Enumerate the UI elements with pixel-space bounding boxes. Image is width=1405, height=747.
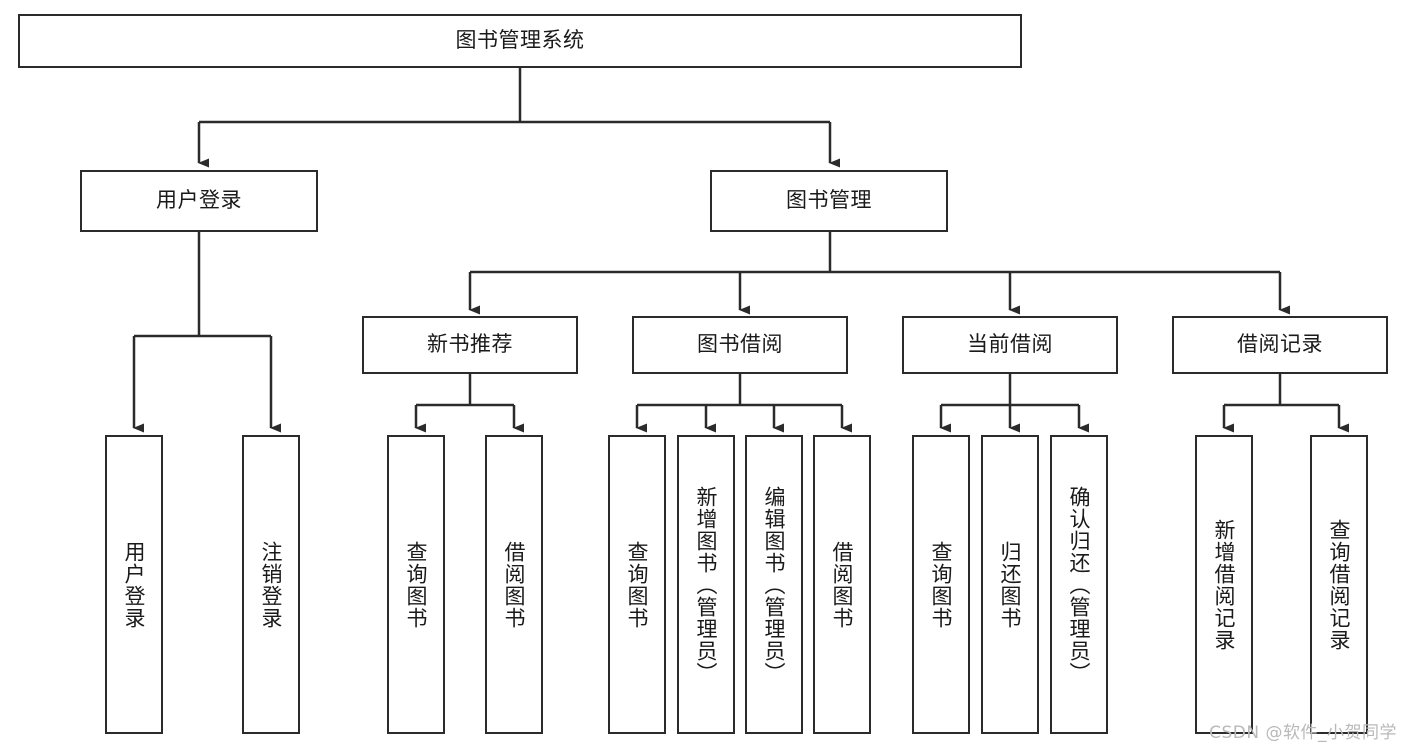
leaf-query-book-3[interactable]: 查询图书: [912, 435, 970, 734]
leaf-add-record-label: 新增借阅记录: [1212, 518, 1237, 651]
leaf-user-login-label: 用户登录: [122, 540, 147, 629]
leaf-query-record[interactable]: 查询借阅记录: [1310, 435, 1368, 734]
node-book-borrow[interactable]: 图书借阅: [632, 316, 848, 374]
node-current-borrow[interactable]: 当前借阅: [902, 316, 1118, 374]
leaf-logout-login[interactable]: 注销登录: [242, 435, 300, 734]
leaf-query-book-2-label: 查询图书: [625, 540, 650, 629]
leaf-return-book[interactable]: 归还图书: [981, 435, 1039, 734]
leaf-query-book-1[interactable]: 查询图书: [387, 435, 445, 734]
leaf-query-book-3-label: 查询图书: [929, 540, 954, 629]
watermark-text: CSDN @软件_小贺同学: [1209, 723, 1397, 743]
leaf-logout-login-label: 注销登录: [259, 540, 284, 629]
leaf-add-record[interactable]: 新增借阅记录: [1195, 435, 1253, 734]
leaf-edit-book[interactable]: 编辑图书（管理员）: [745, 435, 803, 734]
leaf-query-book-1-label: 查询图书: [404, 540, 429, 629]
leaf-query-book-2[interactable]: 查询图书: [608, 435, 666, 734]
leaf-query-record-label: 查询借阅记录: [1327, 518, 1352, 651]
node-user-login[interactable]: 用户登录: [80, 170, 318, 232]
leaf-user-login[interactable]: 用户登录: [105, 435, 163, 734]
node-new-book-recommend-label: 新书推荐: [427, 332, 513, 357]
node-book-borrow-label: 图书借阅: [697, 332, 783, 357]
node-book-management[interactable]: 图书管理: [710, 170, 948, 232]
node-borrow-record[interactable]: 借阅记录: [1172, 316, 1388, 374]
node-user-login-label: 用户登录: [156, 188, 242, 213]
leaf-add-book-label: 新增图书（管理员）: [694, 485, 719, 684]
leaf-return-book-label: 归还图书: [998, 540, 1023, 629]
leaf-add-book[interactable]: 新增图书（管理员）: [677, 435, 735, 734]
node-root-system[interactable]: 图书管理系统: [18, 14, 1022, 68]
leaf-borrow-book-1[interactable]: 借阅图书: [485, 435, 543, 734]
leaf-borrow-book-2-label: 借阅图书: [830, 540, 855, 629]
leaf-borrow-book-2[interactable]: 借阅图书: [813, 435, 871, 734]
node-current-borrow-label: 当前借阅: [967, 332, 1053, 357]
node-new-book-recommend[interactable]: 新书推荐: [362, 316, 578, 374]
leaf-edit-book-label: 编辑图书（管理员）: [762, 485, 787, 684]
leaf-borrow-book-1-label: 借阅图书: [502, 540, 527, 629]
node-borrow-record-label: 借阅记录: [1237, 332, 1323, 357]
node-book-management-label: 图书管理: [786, 188, 872, 213]
leaf-confirm-return-label: 确认归还（管理员）: [1067, 485, 1092, 684]
node-root-system-label: 图书管理系统: [455, 28, 585, 53]
leaf-confirm-return[interactable]: 确认归还（管理员）: [1050, 435, 1108, 734]
